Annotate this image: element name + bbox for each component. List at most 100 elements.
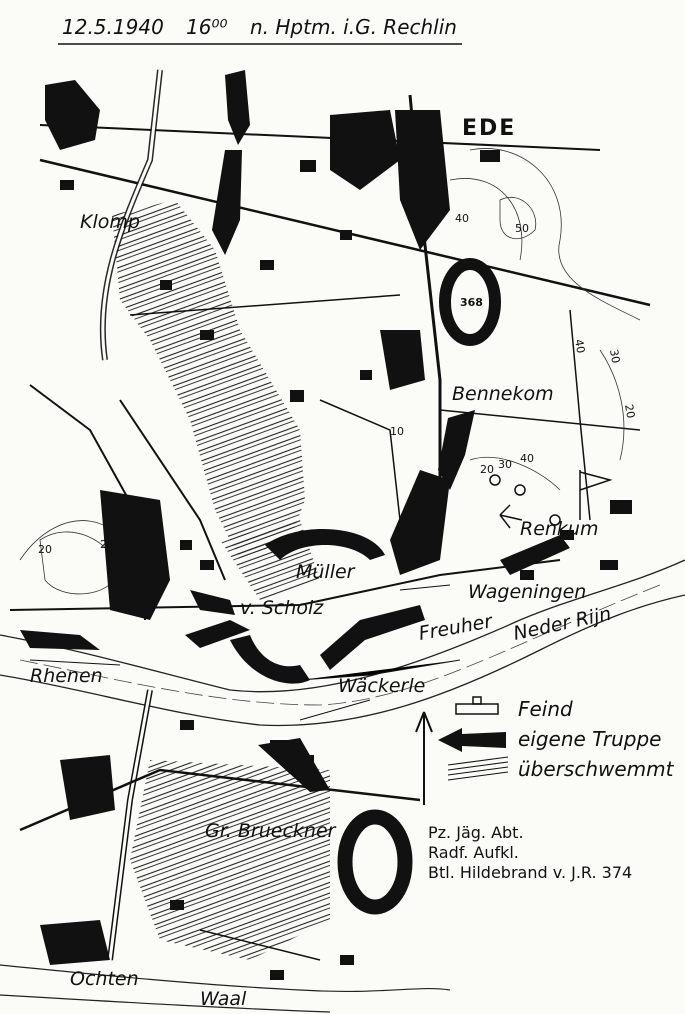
height-368-marker: 368 <box>439 258 501 346</box>
enemy-symbol-top <box>472 696 482 705</box>
troop-renkum <box>500 535 570 575</box>
attached-units: Pz. Jäg. Abt. Radf. Aufkl. Btl. Hildebra… <box>428 823 632 882</box>
troop-arc-muller <box>265 528 385 560</box>
flag-icon <box>579 470 613 520</box>
road-southeast <box>199 929 321 961</box>
header-time: 16⁰⁰ <box>186 15 227 39</box>
north-arrow <box>415 711 433 805</box>
label-waal: Waal <box>200 988 247 1010</box>
troop-arc-rhenen <box>230 635 310 684</box>
arrow-left-icon <box>499 504 523 529</box>
contour-label: 20 <box>480 463 494 476</box>
contour-label: 20 <box>38 543 52 556</box>
building <box>200 560 214 570</box>
enemy-positions <box>489 470 613 529</box>
settlement-bennekom-west <box>380 330 425 390</box>
road-middle <box>129 294 401 316</box>
building <box>170 900 184 910</box>
bruckner-ring <box>337 809 413 915</box>
river-bank-north <box>0 559 685 693</box>
flooded-hatch-icon <box>447 756 509 781</box>
contour-label: 30 <box>607 348 622 364</box>
label-bruckner: Gr. Brueckner <box>205 820 337 842</box>
bruckner-marker <box>337 809 413 915</box>
building <box>200 330 214 340</box>
legend-flooded-label: überschwemmt <box>518 757 675 781</box>
attached-line-2: Radf. Aufkl. <box>428 843 519 862</box>
header-date: 12.5.1940 <box>62 15 164 39</box>
contour-line-5 <box>469 456 561 491</box>
road-east-ns <box>569 309 591 521</box>
height-368-ring <box>439 258 501 346</box>
building <box>560 530 574 540</box>
building <box>340 955 354 965</box>
attached-line-1: Pz. Jäg. Abt. <box>428 823 524 842</box>
settlement-ede <box>395 110 450 250</box>
contour-label: 40 <box>572 338 587 354</box>
contour-label: 40 <box>520 452 534 465</box>
building <box>340 230 352 240</box>
label-bennekom: Bennekom <box>452 383 554 405</box>
contour-line-1 <box>469 148 641 321</box>
settlement-north-west <box>45 80 100 150</box>
building <box>160 280 172 290</box>
legend-own-label: eigene Truppe <box>518 727 661 751</box>
label-muller: Müller <box>296 561 356 583</box>
troop-scholz-arrow <box>185 620 250 648</box>
label-ede: EDE <box>462 116 516 141</box>
label-wackerle: Wäckerle <box>338 675 425 697</box>
waal-bank-north <box>0 964 451 993</box>
troop-scholz-body <box>190 590 235 615</box>
contour-label: 30 <box>498 458 512 471</box>
building <box>480 150 500 162</box>
troop-arrow-freuher <box>320 605 425 670</box>
building <box>270 970 284 980</box>
settlement-rhenen <box>100 490 170 620</box>
contour-label: 40 <box>455 212 469 225</box>
header-author: n. Hptm. i.G. Rechlin <box>250 15 457 39</box>
troop-south-river <box>258 738 330 792</box>
settlement-north-center <box>330 110 400 190</box>
own-troops <box>20 70 570 792</box>
label-scholz: v. Scholz <box>240 597 324 619</box>
own-troop-arrow-icon <box>438 728 506 752</box>
building <box>290 390 304 402</box>
contour-line-4 <box>599 349 625 461</box>
legend-item-enemy: Feind <box>455 696 573 721</box>
front-line-east <box>299 659 461 681</box>
building <box>60 180 74 190</box>
enemy-symbol-icon <box>455 703 499 715</box>
road-bennekom-west <box>319 399 401 521</box>
label-klomp: Klomp <box>80 211 140 233</box>
legend: Feind eigene Truppe überschwemmt <box>438 696 675 781</box>
building <box>180 540 192 550</box>
front-line-south <box>299 699 371 721</box>
road-klomp-inner <box>101 69 162 361</box>
place-labels: EDE Klomp Bennekom Renkum Wageningen Rhe… <box>30 116 599 990</box>
building <box>360 370 372 380</box>
map-header: 12.5.1940 16⁰⁰ n. Hptm. i.G. Rechlin <box>58 15 462 45</box>
front-line <box>29 584 461 721</box>
front-line-west <box>29 659 121 666</box>
front-line-wageningen <box>399 584 451 591</box>
building <box>520 570 534 580</box>
legend-enemy-label: Feind <box>518 697 573 721</box>
north-arrow-icon <box>415 711 433 805</box>
waal-bank-south <box>0 994 331 1013</box>
settlement-ochten <box>40 920 110 965</box>
enemy-post <box>489 474 501 486</box>
attached-line-3: Btl. Hildebrand v. J.R. 374 <box>428 863 632 882</box>
label-ochten: Ochten <box>70 968 139 990</box>
label-renkum: Renkum <box>520 518 599 540</box>
legend-item-flooded: überschwemmt <box>447 756 675 781</box>
road-ede-east <box>39 124 601 151</box>
contour-label: 10 <box>390 425 404 438</box>
river-waal <box>0 964 451 1013</box>
contour-label: 20 <box>622 403 637 419</box>
legend-item-own: eigene Truppe <box>438 727 661 752</box>
building <box>600 560 618 570</box>
troop-arc-bennekom <box>438 410 475 490</box>
river-neder-rijn <box>0 559 685 727</box>
contour-labels: 40 50 40 30 20 10 20 30 40 20 20 <box>38 212 637 556</box>
